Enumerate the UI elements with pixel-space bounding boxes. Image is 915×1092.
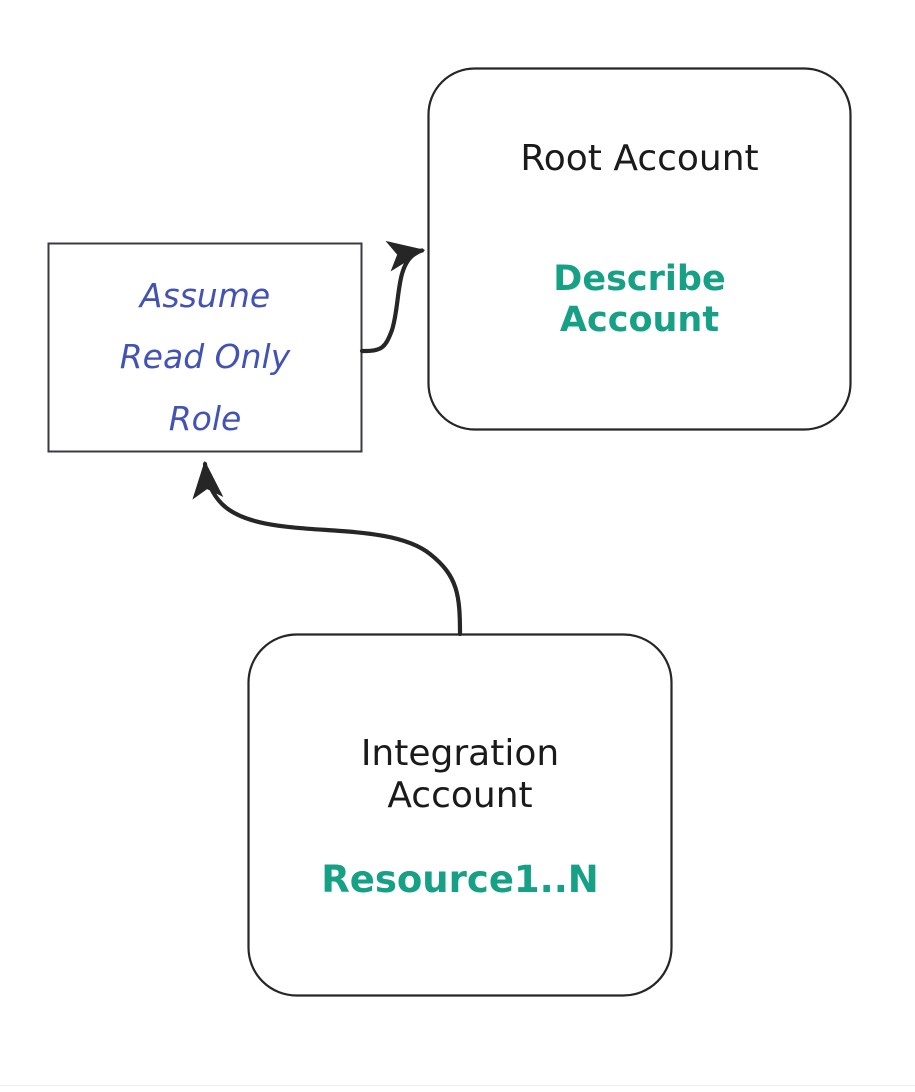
node-root-account[interactable]: [427, 67, 852, 431]
footer-divider: [0, 1085, 915, 1086]
node-assume-read-only-role[interactable]: [47, 242, 363, 453]
edge-integration-account-to-assume-role: [192, 460, 463, 637]
node-integration-account[interactable]: [247, 633, 673, 997]
edge-assume-role-to-root-account: [359, 240, 426, 354]
